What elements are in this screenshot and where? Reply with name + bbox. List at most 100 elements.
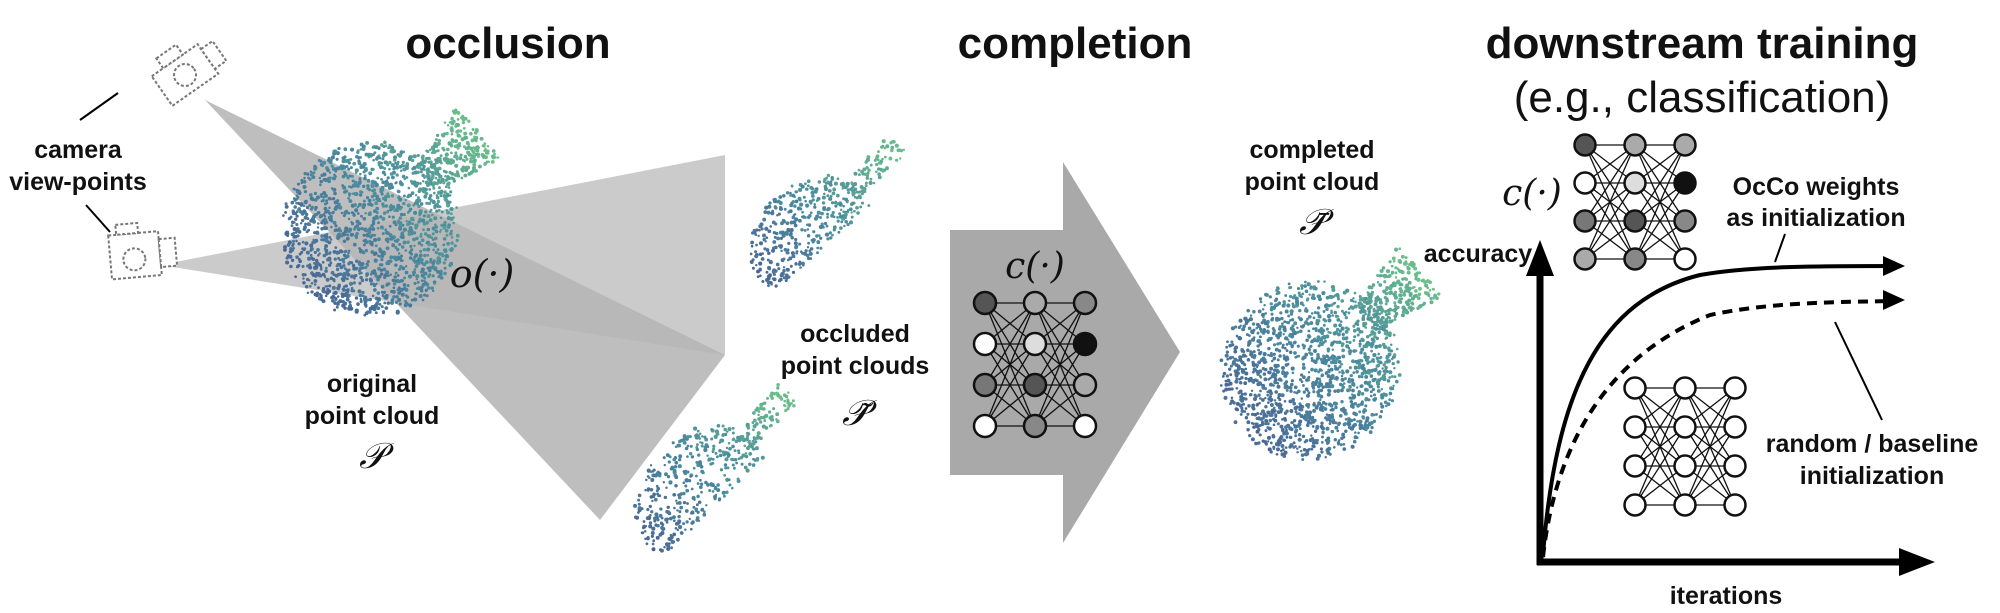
- point: [400, 279, 405, 283]
- point: [407, 186, 411, 190]
- point: [418, 181, 422, 185]
- point: [434, 250, 438, 255]
- point: [295, 223, 299, 227]
- point: [756, 269, 760, 274]
- point: [1369, 374, 1374, 378]
- point: [1389, 343, 1393, 346]
- point: [1408, 293, 1413, 298]
- point: [1306, 317, 1309, 321]
- point: [658, 474, 662, 478]
- point: [449, 206, 454, 212]
- point: [417, 286, 422, 291]
- point: [826, 215, 829, 219]
- point: [684, 509, 689, 513]
- point: [295, 210, 299, 214]
- point: [862, 189, 867, 194]
- point: [303, 215, 308, 220]
- point: [430, 162, 433, 166]
- point: [1303, 440, 1307, 444]
- point: [1319, 316, 1322, 319]
- point: [1321, 426, 1325, 431]
- point: [1273, 399, 1277, 402]
- point: [789, 220, 794, 225]
- point: [1416, 277, 1421, 282]
- point: [1364, 387, 1368, 392]
- point: [1362, 344, 1366, 349]
- point: [850, 215, 854, 219]
- point: [1283, 439, 1287, 442]
- network-edge: [1634, 387, 1686, 467]
- point: [426, 176, 430, 180]
- point: [748, 462, 752, 466]
- point: [1294, 428, 1299, 433]
- point: [1302, 448, 1307, 452]
- point: [456, 146, 460, 150]
- point: [365, 233, 370, 238]
- point: [1390, 399, 1394, 403]
- point: [1366, 316, 1371, 321]
- point: [1300, 380, 1304, 384]
- point: [811, 240, 815, 244]
- point: [382, 267, 387, 272]
- point: [306, 291, 310, 295]
- point: [787, 241, 791, 245]
- point: [395, 295, 399, 299]
- point: [1296, 447, 1299, 451]
- point: [1259, 358, 1264, 362]
- point: [814, 187, 819, 191]
- point: [645, 542, 649, 546]
- point: [295, 239, 298, 243]
- point: [1251, 322, 1256, 326]
- point: [1313, 286, 1318, 291]
- point: [1312, 327, 1315, 331]
- point: [337, 202, 341, 207]
- point: [1312, 402, 1316, 407]
- point: [843, 212, 848, 217]
- point: [471, 128, 475, 131]
- point: [809, 185, 814, 190]
- point: [1326, 314, 1331, 319]
- point: [335, 264, 339, 268]
- point: [1223, 362, 1228, 367]
- point: [343, 301, 348, 306]
- point: [1304, 280, 1307, 284]
- point: [1259, 300, 1263, 304]
- point: [1242, 370, 1246, 373]
- point: [290, 220, 295, 225]
- point: [373, 251, 378, 256]
- point: [1356, 392, 1361, 397]
- point: [421, 180, 425, 183]
- point: [1353, 291, 1357, 295]
- network-node: [972, 290, 998, 316]
- network-node: [1022, 290, 1048, 316]
- point: [1358, 342, 1362, 346]
- point: [325, 209, 330, 214]
- point: [1341, 432, 1345, 437]
- point: [1234, 373, 1239, 378]
- point: [747, 440, 751, 444]
- point: [1288, 332, 1293, 337]
- point: [1313, 368, 1318, 373]
- point: [438, 186, 441, 190]
- point: [1336, 441, 1341, 445]
- point: [320, 238, 324, 242]
- point: [412, 273, 415, 277]
- network-edge: [1684, 387, 1736, 506]
- point: [365, 274, 368, 278]
- point: [436, 199, 441, 204]
- point: [1384, 365, 1388, 370]
- point: [407, 221, 412, 226]
- point: [1395, 347, 1399, 351]
- point: [791, 193, 796, 198]
- point: [412, 237, 416, 242]
- point: [335, 157, 339, 161]
- point: [646, 489, 650, 492]
- point: [414, 253, 419, 258]
- point: [292, 187, 296, 191]
- point: [329, 261, 333, 265]
- point: [1344, 315, 1348, 320]
- point: [286, 234, 290, 238]
- point: [338, 229, 343, 233]
- point: [1381, 316, 1385, 320]
- point: [791, 254, 796, 259]
